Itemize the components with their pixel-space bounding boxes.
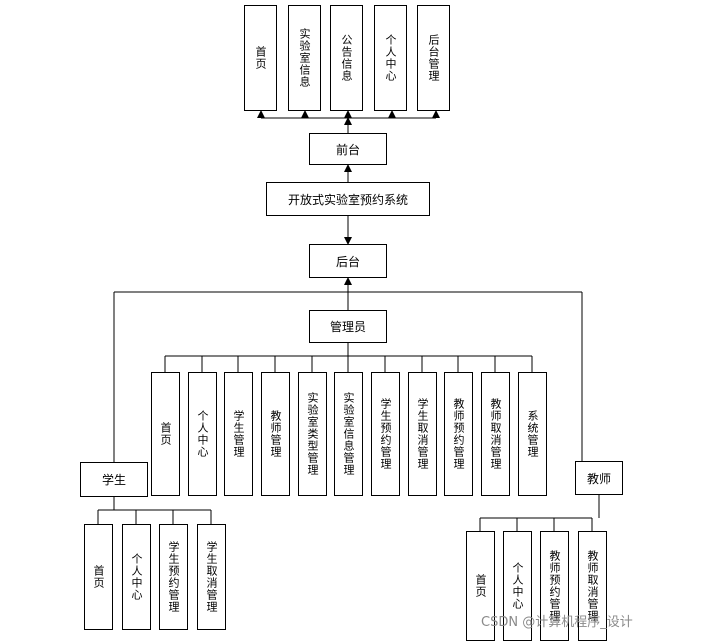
- frontend-module-home: 首页: [244, 5, 277, 111]
- admin-module-teacher-booking-mgmt: 教师预约管理: [444, 372, 473, 496]
- teacher-module-cancel-mgmt: 教师取消管理: [578, 531, 607, 641]
- teacher-module-home: 首页: [466, 531, 495, 641]
- admin-module-system-mgmt: 系统管理: [518, 372, 547, 496]
- student-node: 学生: [80, 462, 148, 497]
- admin-module-home: 首页: [151, 372, 180, 496]
- frontend-node: 前台: [309, 133, 387, 165]
- admin-module-personal-center: 个人中心: [188, 372, 217, 496]
- admin-module-student-booking-mgmt: 学生预约管理: [371, 372, 400, 496]
- admin-module-student-cancel-mgmt: 学生取消管理: [408, 372, 437, 496]
- student-module-cancel-mgmt: 学生取消管理: [197, 524, 226, 630]
- frontend-module-backend-mgmt: 后台管理: [417, 5, 450, 111]
- student-module-home: 首页: [84, 524, 113, 630]
- admin-module-teacher-mgmt: 教师管理: [261, 372, 290, 496]
- frontend-module-notice: 公告信息: [330, 5, 363, 111]
- watermark-text: CSDN @计算机程序_设计: [481, 615, 633, 630]
- admin-module-teacher-cancel-mgmt: 教师取消管理: [481, 372, 510, 496]
- student-module-personal-center: 个人中心: [122, 524, 151, 630]
- teacher-module-personal-center: 个人中心: [503, 531, 532, 641]
- admin-module-lab-info-mgmt: 实验室信息管理: [334, 372, 363, 496]
- student-module-booking-mgmt: 学生预约管理: [159, 524, 188, 630]
- admin-module-lab-type-mgmt: 实验室类型管理: [298, 372, 327, 496]
- teacher-node: 教师: [575, 461, 623, 495]
- system-node: 开放式实验室预约系统: [266, 182, 430, 216]
- admin-node: 管理员: [309, 310, 387, 343]
- admin-module-student-mgmt: 学生管理: [224, 372, 253, 496]
- backend-node: 后台: [309, 244, 387, 278]
- frontend-module-personal-center: 个人中心: [374, 5, 407, 111]
- frontend-module-lab-info: 实验室信息: [288, 5, 321, 111]
- teacher-module-booking-mgmt: 教师预约管理: [540, 531, 569, 641]
